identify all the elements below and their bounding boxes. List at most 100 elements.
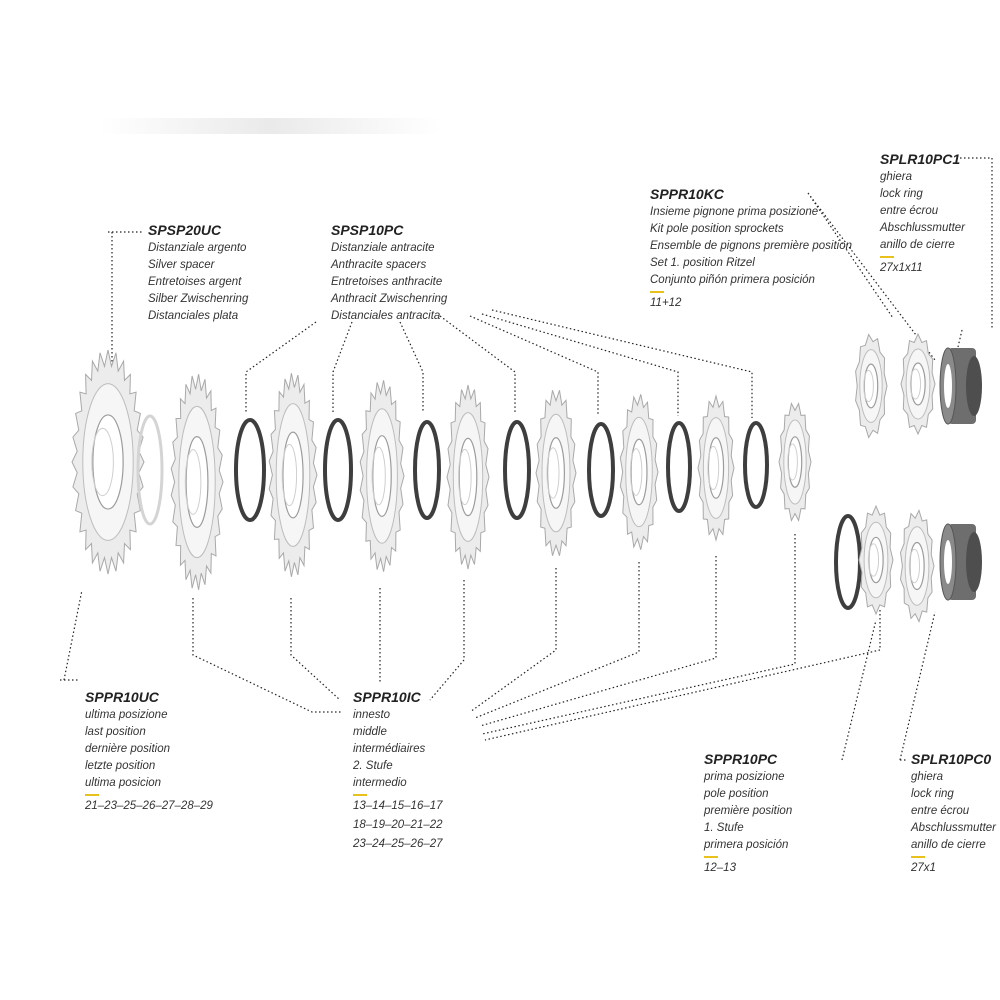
spacer-ring-4	[503, 420, 531, 520]
sprocket-splines	[184, 449, 202, 515]
leader-sppr10ic-b	[290, 598, 341, 701]
description-line: letzte position	[85, 760, 156, 772]
leader-spsp10pc-c	[399, 321, 424, 412]
leader-sppr10pc	[841, 619, 877, 761]
spacer-ring-1	[234, 418, 266, 522]
description-line: middle	[353, 726, 387, 738]
description-line: Anthracite spacers	[331, 259, 427, 271]
description-line: last position	[85, 726, 146, 738]
leader-sppr10kc	[807, 192, 936, 361]
sprocket-hub	[787, 436, 803, 488]
size-line: 27x1	[911, 862, 936, 874]
description-line: primera posición	[704, 839, 789, 851]
lock-ring-upper	[939, 347, 982, 425]
accent-underline	[911, 856, 925, 858]
lower-sprocket-13	[899, 509, 935, 623]
lower-sprocket-12	[858, 504, 894, 616]
description-line: entre écrou	[911, 805, 970, 817]
size-line: 23–24–25–26–27	[353, 838, 443, 850]
sprocket-splines	[371, 446, 386, 506]
size-line: 18–19–20–21–22	[353, 819, 443, 831]
sprocket-hub	[546, 437, 565, 509]
accent-underline	[880, 256, 894, 258]
description-line: 1. Stufe	[704, 822, 744, 834]
lockring-bore	[944, 364, 952, 408]
leader-spsp10pc-a	[332, 321, 353, 412]
leader-sppr10uc-a	[60, 589, 83, 681]
description-line: Distanziale antracite	[331, 242, 435, 254]
description-line: Ensemble de pignons première position	[650, 240, 853, 252]
kit-sprocket-12	[900, 332, 936, 436]
spacer-ring-3	[413, 420, 441, 520]
leader-spsp10pc-f	[481, 313, 679, 416]
cassette-parts	[71, 332, 982, 623]
part-code: SPPR10IC	[353, 689, 421, 705]
sprocket-largest	[71, 349, 145, 575]
accent-underline	[650, 291, 664, 293]
description-line: Conjunto piñón primera posición	[650, 274, 815, 286]
sprocket-hub	[707, 437, 725, 499]
spacer-ring-2	[323, 418, 353, 522]
description-line: Entretoises anthracite	[331, 276, 443, 288]
leader-splr10pc0	[899, 611, 936, 761]
sprocket-hub	[910, 362, 926, 406]
sprocket-splines	[787, 443, 798, 481]
size-line: 13–14–15–16–17	[353, 800, 443, 812]
description-line: innesto	[353, 709, 391, 721]
sprocket-splines	[707, 445, 720, 491]
description-line: ultima posizione	[85, 709, 168, 721]
sprocket-3	[268, 373, 318, 577]
accent-underline	[85, 794, 99, 796]
description-line: dernière position	[85, 743, 171, 755]
description-line: pole position	[704, 788, 769, 800]
description-line: prima posizione	[704, 771, 785, 783]
accent-underline	[704, 856, 718, 858]
kit-sprocket-11	[855, 333, 888, 439]
leader-spsp10pc-b	[245, 321, 317, 412]
size-line: 12–13	[704, 862, 736, 874]
description-line: Abschlussmutter	[911, 822, 997, 834]
sprocket-hub	[630, 438, 648, 506]
sprocket-splines	[863, 369, 874, 403]
lockring-thread	[966, 532, 982, 592]
sprocket-hub	[458, 437, 478, 517]
leader-sppr10ic-a	[192, 598, 343, 713]
spacer-ring-5	[587, 422, 615, 518]
part-code: SPLR10PC1	[880, 151, 961, 167]
sprocket-splines	[867, 543, 880, 577]
description-line: Distanciales plata	[148, 310, 239, 322]
leader-spsp10pc-g	[491, 309, 753, 418]
sprocket-hub	[372, 435, 392, 517]
description-line: ghiera	[911, 771, 943, 783]
sprocket-hub	[909, 541, 925, 591]
description-line: lock ring	[911, 788, 954, 800]
lockring-thread	[966, 356, 982, 416]
sprocket-8	[697, 394, 735, 542]
leader-sppr10ic-g	[479, 556, 717, 727]
sprocket-splines	[629, 448, 643, 496]
sprocket-hub	[185, 436, 209, 528]
leader-sppr10ic-e	[469, 568, 557, 713]
sprocket-splines	[908, 548, 921, 584]
part-code: SPPR10KC	[650, 186, 724, 202]
description-line: Distanziale argento	[148, 242, 247, 254]
silver-spacer-ring	[136, 414, 164, 526]
sprocket-9	[778, 402, 812, 522]
part-code: SPSP10PC	[331, 222, 404, 238]
sprocket-6	[535, 390, 577, 556]
description-line: Anthracit Zwischenring	[331, 293, 448, 305]
description-line: lock ring	[880, 188, 923, 200]
description-line: Abschlussmutter	[880, 222, 966, 234]
description-line: Silver spacer	[148, 259, 215, 271]
description-line: entre écrou	[880, 205, 939, 217]
sprocket-7	[619, 394, 659, 550]
sprocket-2	[170, 374, 224, 590]
description-line: Kit pole position sprockets	[650, 223, 784, 235]
